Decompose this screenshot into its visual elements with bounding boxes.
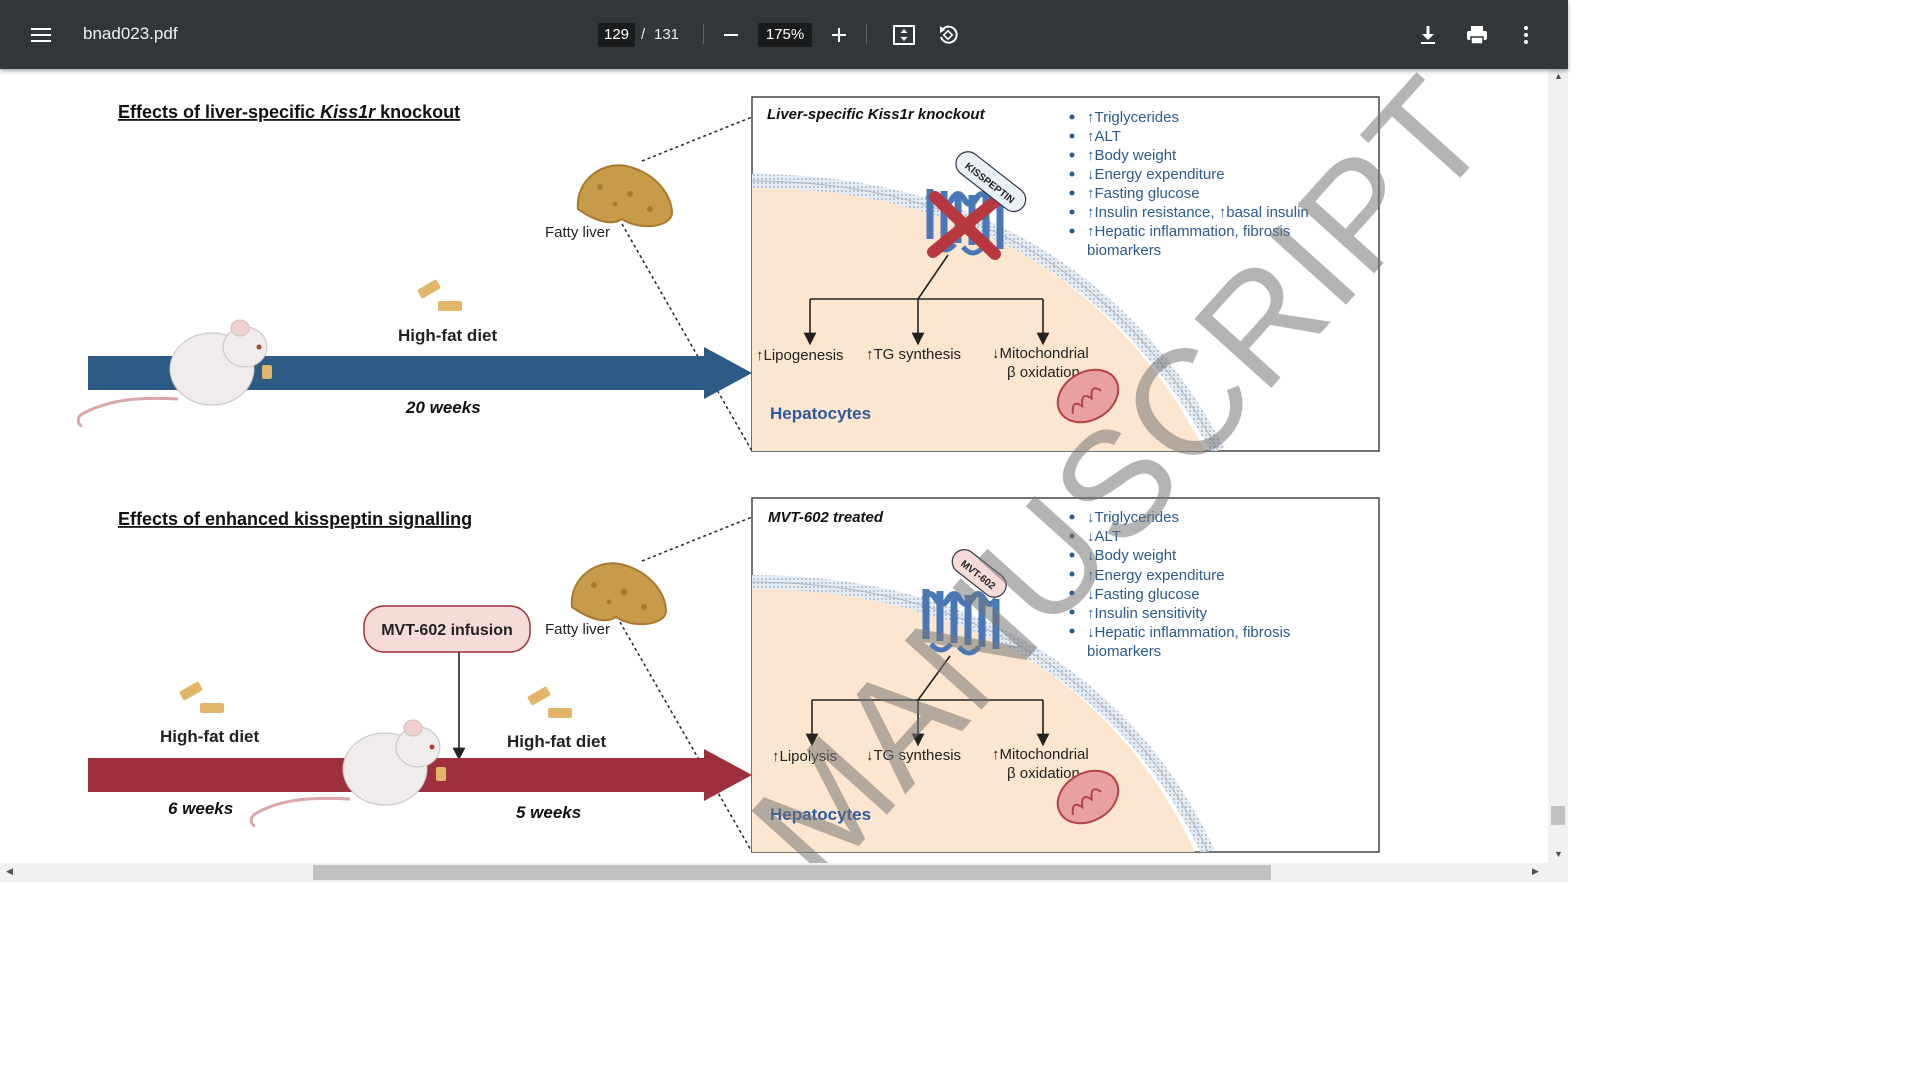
effect-item: ↓Body weight — [1087, 547, 1177, 564]
fatty-liver-label: Fatty liver — [545, 621, 610, 638]
vertical-scroll-thumb[interactable] — [1551, 806, 1565, 825]
zoom-line — [641, 516, 753, 562]
fatty-liver-label: Fatty liver — [545, 224, 610, 241]
menu-icon[interactable] — [23, 17, 59, 53]
pathway-label: ↑Lipogenesis — [756, 347, 844, 364]
print-icon[interactable] — [1459, 17, 1495, 53]
pathway-label: β oxidation — [1007, 364, 1080, 381]
zoom-in-icon[interactable] — [821, 17, 857, 53]
graphical-abstract-figure: Effects of liver-specific Kiss1r knockou… — [76, 69, 1521, 863]
pathway-branch-lines — [805, 655, 1050, 747]
pathway-label: ↑Lipolysis — [772, 748, 837, 765]
pdf-page-view: Effects of liver-specific Kiss1r knockou… — [0, 69, 1548, 863]
pathway-label: ↑Mitochondrial — [992, 746, 1089, 763]
hepatocytes-label: Hepatocytes — [770, 805, 871, 824]
vertical-scrollbar[interactable]: ▲ ▼ — [1548, 69, 1568, 863]
bottom-panel: Effects of enhanced kisspeptin signallin… — [88, 497, 1380, 853]
knockout-effects-list: ↑Triglycerides ↑ALT ↑Body weight ↓Energy… — [1069, 109, 1309, 259]
scroll-right-icon[interactable]: ▶ — [1532, 866, 1539, 876]
file-title: bnad023.pdf — [83, 24, 178, 43]
effect-item: biomarkers — [1087, 242, 1161, 259]
horizontal-scrollbar[interactable]: ◀ ▶ — [0, 863, 1568, 882]
pathway-label: ↑TG synthesis — [866, 346, 961, 363]
scroll-up-icon[interactable]: ▲ — [1554, 71, 1563, 81]
effect-item: ↑Insulin resistance, ↑basal insulin — [1087, 204, 1309, 221]
zoom-input[interactable]: 175% — [758, 23, 812, 47]
zoom-line — [641, 116, 753, 162]
knockout-box-title: Liver-specific Kiss1r knockout — [767, 106, 986, 123]
food-pellet-icon — [179, 681, 224, 713]
scroll-left-icon[interactable]: ◀ — [6, 866, 13, 876]
duration-label: 5 weeks — [516, 803, 581, 822]
effect-item: ↑Energy expenditure — [1087, 567, 1225, 584]
mouse-icon — [249, 719, 446, 828]
scroll-down-icon[interactable]: ▼ — [1554, 849, 1563, 859]
effect-item: ↑Hepatic inflammation, fibrosis — [1087, 223, 1290, 240]
food-pellet-icon — [527, 686, 572, 718]
diet-label: High-fat diet — [507, 732, 606, 751]
pathway-branch-lines — [803, 254, 1050, 346]
effect-item: ↑Fasting glucose — [1087, 185, 1200, 202]
hepatocytes-label: Hepatocytes — [770, 404, 871, 423]
mouse-icon — [76, 319, 272, 428]
effect-item: ↓Hepatic inflammation, fibrosis — [1087, 624, 1290, 641]
pathway-label: β oxidation — [1007, 765, 1080, 782]
pathway-label: ↓TG synthesis — [866, 747, 961, 764]
diet-label: High-fat diet — [160, 727, 259, 746]
effect-item: biomarkers — [1087, 643, 1161, 660]
horizontal-scroll-thumb[interactable] — [313, 865, 1271, 880]
page-separator: / — [641, 26, 646, 43]
effect-item: ↓Energy expenditure — [1087, 166, 1225, 183]
effect-item: ↓ALT — [1087, 528, 1121, 545]
download-icon[interactable] — [1410, 17, 1446, 53]
toolbar-divider — [866, 24, 867, 44]
effect-item: ↑ALT — [1087, 128, 1121, 145]
food-pellet-icon — [417, 279, 462, 311]
pdf-toolbar: bnad023.pdf 129 / 131 175% — [0, 0, 1568, 69]
duration-label: 6 weeks — [168, 799, 233, 818]
top-panel: Effects of liver-specific Kiss1r knockou… — [76, 96, 1380, 452]
duration-label: 20 weeks — [405, 398, 481, 417]
effect-item: ↑Body weight — [1087, 147, 1177, 164]
fit-page-icon[interactable] — [886, 17, 922, 53]
rotate-icon[interactable] — [930, 17, 966, 53]
treated-effects-list: ↓Triglycerides ↓ALT ↓Body weight ↑Energy… — [1069, 509, 1290, 660]
mitochondrion-icon — [1056, 769, 1120, 825]
fatty-liver-icon — [570, 562, 668, 626]
bottom-panel-title: Effects of enhanced kisspeptin signallin… — [118, 509, 472, 529]
effect-item: ↓Fasting glucose — [1087, 586, 1200, 603]
zoom-line — [621, 223, 753, 452]
mvt602-infusion-box — [363, 605, 531, 653]
kiss1r-receptor-icon — [921, 589, 1000, 656]
zoom-line — [619, 621, 753, 853]
top-panel-title: Effects of liver-specific Kiss1r knockou… — [118, 102, 460, 122]
toolbar-divider — [703, 24, 704, 44]
effect-item: ↑Insulin sensitivity — [1087, 605, 1208, 622]
mitochondrion-icon — [1056, 368, 1120, 424]
zoom-out-icon[interactable] — [713, 17, 749, 53]
infusion-label: MVT-602 infusion — [381, 622, 513, 639]
page-number-input[interactable]: 129 — [598, 23, 635, 47]
diet-label: High-fat diet — [398, 326, 497, 345]
page-total: 131 — [654, 26, 680, 43]
effect-item: ↓Triglycerides — [1087, 509, 1179, 526]
knockout-cross-icon — [927, 191, 1004, 260]
pathway-label: ↓Mitochondrial — [992, 345, 1089, 362]
more-icon[interactable] — [1508, 17, 1544, 53]
treated-box-title: MVT-602 treated — [768, 509, 884, 526]
effect-item: ↑Triglycerides — [1087, 109, 1179, 126]
fatty-liver-icon — [576, 164, 674, 228]
